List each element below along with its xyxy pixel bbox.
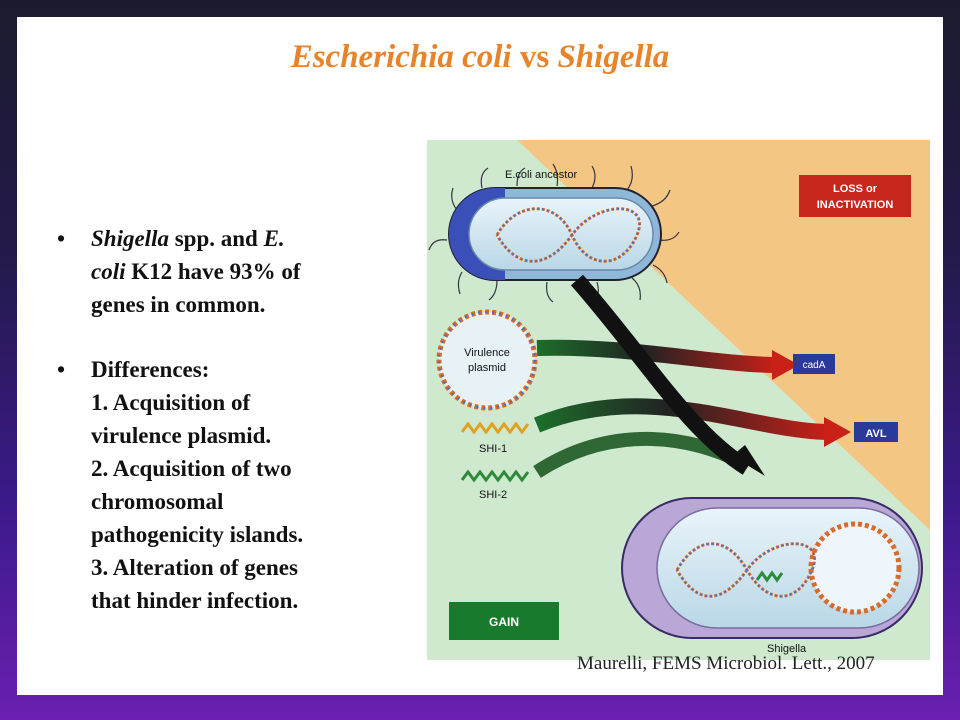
avl-label: AVL [865, 428, 886, 440]
bullet-list: •Shigella spp. and E.coli K12 have 93% o… [57, 222, 387, 617]
bullet-text: that hinder infection. [91, 588, 299, 613]
loss-label-line1: LOSS or [833, 183, 878, 195]
ancestor-label: E.coli ancestor [505, 169, 577, 181]
title-vs: vs [511, 39, 558, 75]
bullet-text: pathogenicity islands. [91, 522, 304, 547]
bullet-line: Differences: [91, 353, 387, 386]
bullet-line: coli K12 have 93% of [91, 255, 387, 288]
bullet-line: 2. Acquisition of two [91, 452, 387, 485]
title-shigella: Shigella [557, 39, 670, 75]
bullet-line: chromosomal [91, 485, 387, 518]
arrow-head-cada [772, 350, 799, 380]
bullet-text: genes in common. [91, 292, 266, 317]
bullet-text: K12 have 93% of [125, 259, 301, 284]
cada-box [793, 354, 835, 374]
bullet-line: 1. Acquisition of [91, 386, 387, 419]
bullet-item: • Differences: 1. Acquisition of virulence … [57, 353, 387, 617]
loss-label-line2: INACTIVATION [817, 199, 894, 211]
bullet-line: virulence plasmid. [91, 419, 387, 452]
arrow-ancestor-to-shigella [570, 274, 752, 475]
shi1-island [460, 421, 530, 435]
virulence-plasmid [436, 309, 538, 411]
gain-box [449, 602, 559, 640]
bullet-marker: • [57, 357, 66, 382]
bullet-text: chromosomal [91, 489, 224, 514]
slide-title: Escherichia coli vs Shigella [17, 39, 943, 76]
gain-label: GAIN [489, 615, 519, 629]
title-ecoli: Escherichia coli [290, 39, 512, 75]
shigella-cell [621, 497, 923, 639]
plasmid-label-line1: Virulence [464, 347, 510, 359]
bullet-text: Shigella [91, 226, 169, 251]
figure-svg: E.coli ancestor LOSS or INACTIVATION Vir… [427, 140, 930, 660]
avl-box [854, 422, 898, 442]
bullet-line: 3. Alteration of genes [91, 551, 387, 584]
bullet-text: E. [263, 226, 285, 251]
ecoli-ancestor-cell [428, 163, 680, 303]
bullet-text: 1. Acquisition of [91, 390, 251, 415]
shi1-label: SHI-1 [479, 443, 507, 455]
shi2-island [460, 469, 530, 483]
bullet-line: pathogenicity islands. [91, 518, 387, 551]
arrow-head-shigella [732, 445, 765, 476]
arrow-to-cada [536, 339, 778, 373]
shi2-label: SHI-2 [479, 489, 507, 501]
bullet-text: virulence plasmid. [91, 423, 272, 448]
citation: Maurelli, FEMS Microbiol. Lett., 2007 [577, 653, 875, 674]
bullet-line: that hinder infection. [91, 584, 387, 617]
cada-label: cadA [803, 360, 826, 371]
bullet-marker: • [57, 226, 66, 251]
arrow-head-avl [824, 417, 851, 447]
shigella-evolution-figure: E.coli ancestor LOSS or INACTIVATION Vir… [427, 140, 930, 660]
loss-box [799, 175, 911, 217]
bullet-text: coli [91, 259, 126, 284]
bullet-text: 3. Alteration of genes [91, 555, 298, 580]
bullet-line: genes in common. [91, 288, 387, 321]
bullet-text: spp. and [168, 226, 264, 251]
bullet-text: Differences: [91, 357, 210, 382]
shigella-label: Shigella [767, 643, 807, 655]
bullet-item: •Shigella spp. and E.coli K12 have 93% o… [57, 222, 387, 321]
bullet-line: Shigella spp. and E. [91, 222, 387, 255]
slide: Escherichia coli vs Shigella • Shigella s… [17, 17, 943, 695]
bullet-text: 2. Acquisition of two [91, 456, 292, 481]
plasmid-label-line2: plasmid [468, 362, 506, 374]
